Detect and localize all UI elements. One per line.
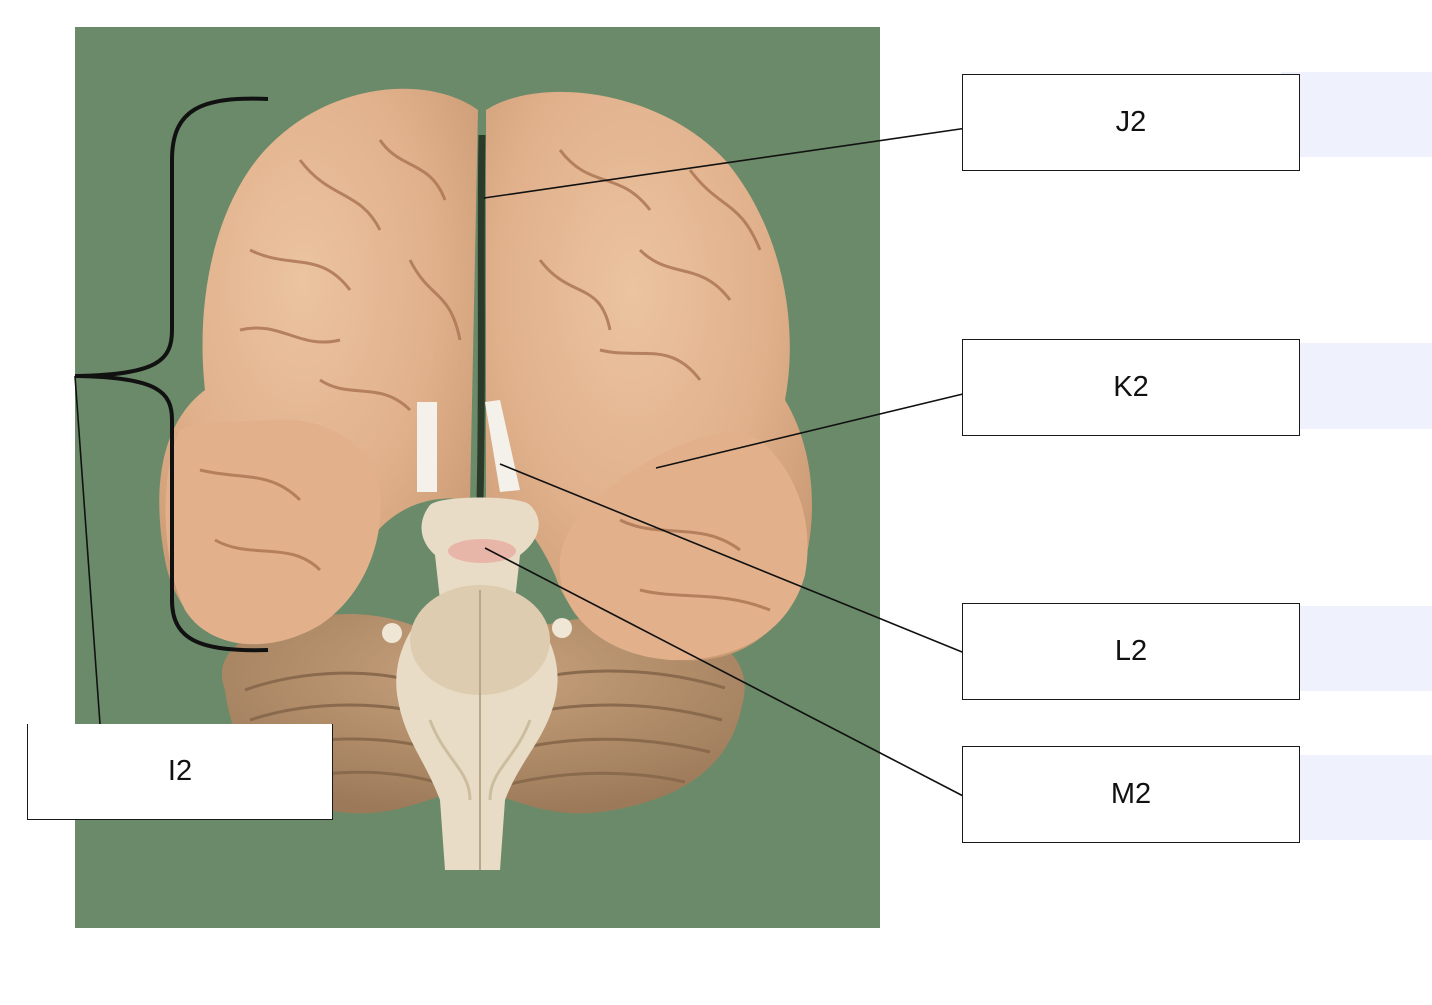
- leader-line-m2: [484, 547, 968, 799]
- leader-line-k2: [655, 392, 968, 469]
- left-temporal-lobe: [165, 419, 381, 645]
- answer-pad-j2: [1281, 72, 1432, 157]
- label-box-i2[interactable]: I2: [27, 724, 333, 820]
- label-box-l2[interactable]: L2: [962, 603, 1300, 700]
- leader-line-l2: [499, 463, 968, 655]
- answer-pad-k2: [1281, 343, 1432, 429]
- leader-lines: [74, 127, 968, 799]
- brainstem: [382, 497, 572, 870]
- label-l2: L2: [1114, 635, 1148, 667]
- label-box-k2[interactable]: K2: [962, 339, 1300, 436]
- label-j2: J2: [1115, 106, 1147, 138]
- leader-line-j2: [483, 127, 968, 199]
- label-i2: I2: [167, 755, 193, 787]
- label-k2: K2: [1113, 371, 1149, 403]
- label-box-m2[interactable]: M2: [962, 746, 1300, 843]
- optic-chiasm: [448, 539, 516, 563]
- label-m2: M2: [1110, 778, 1152, 810]
- label-box-j2[interactable]: J2: [962, 74, 1300, 171]
- leader-line-i2: [74, 375, 101, 725]
- cerebrum: [159, 88, 812, 661]
- answer-pad-l2: [1281, 606, 1432, 691]
- answer-pad-m2: [1281, 755, 1432, 840]
